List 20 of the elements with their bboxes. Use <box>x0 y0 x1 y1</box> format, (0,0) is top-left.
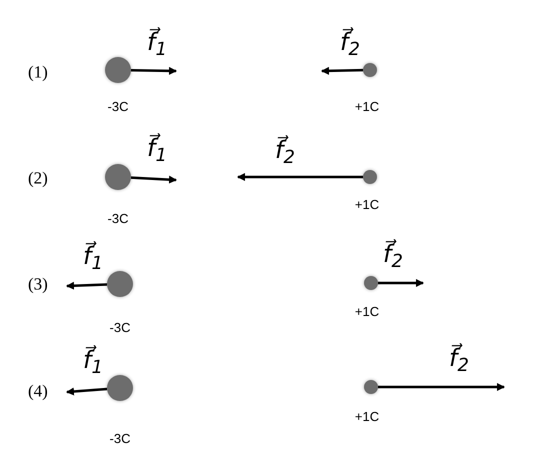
charge-label: -3C <box>110 432 130 445</box>
force-arrow <box>66 387 108 396</box>
row-number: (2) <box>28 170 48 186</box>
force-arrow <box>378 383 505 391</box>
force-arrow <box>321 66 364 75</box>
charge-label: -3C <box>108 212 128 225</box>
charge-label: +1C <box>354 100 380 113</box>
force-arrow <box>130 66 177 75</box>
force-arrow <box>66 282 108 290</box>
row-number: (1) <box>28 64 48 80</box>
force-arrow <box>378 279 424 287</box>
charge-label: -3C <box>110 321 130 334</box>
row-number: (3) <box>28 276 48 292</box>
force-arrow <box>130 176 177 184</box>
charge-label: +1C <box>354 305 380 318</box>
charge-label: +1C <box>354 410 380 423</box>
charge-label: -3C <box>108 100 128 113</box>
row-number: (4) <box>28 382 48 400</box>
force-arrow <box>237 173 363 181</box>
charge-label: +1C <box>354 198 380 211</box>
